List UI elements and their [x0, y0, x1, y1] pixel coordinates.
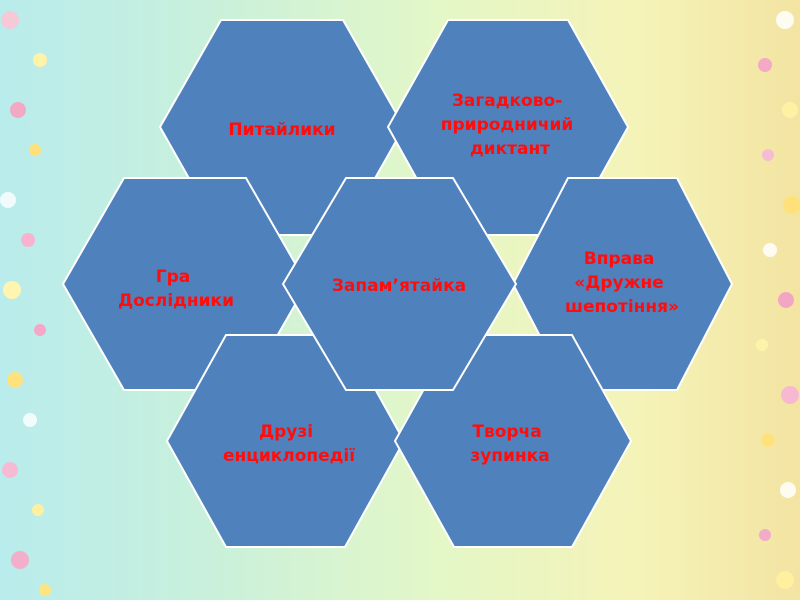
hex-top-left-label: Питайлики	[228, 120, 335, 140]
left-flower-border	[0, 11, 51, 596]
right-flower-border	[756, 11, 800, 589]
hex-center-label: Запам’ятайка	[332, 276, 466, 296]
